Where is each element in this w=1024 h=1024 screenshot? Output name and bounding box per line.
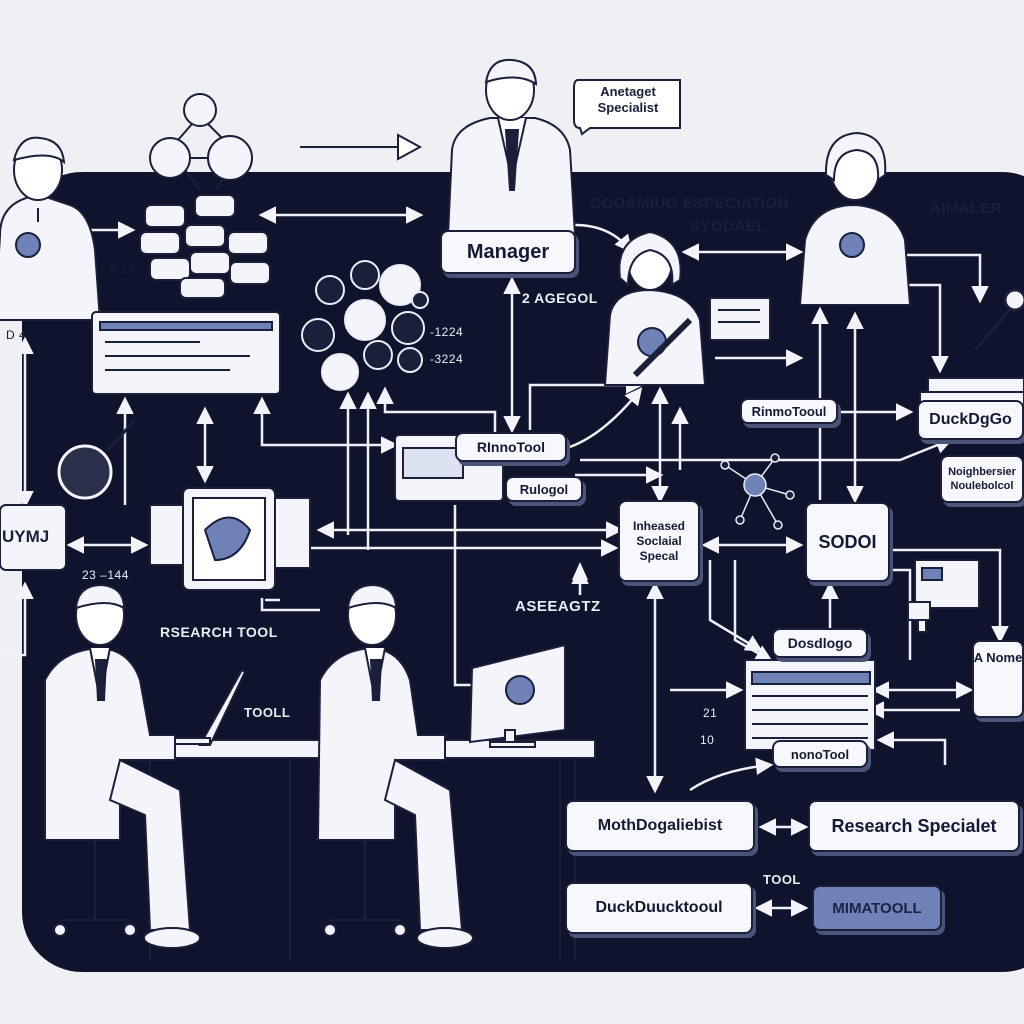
manager-box[interactable]: Manager: [440, 230, 576, 274]
bubble-line-2: Specialist: [597, 100, 659, 115]
inheased-line-1: Inheased: [632, 518, 686, 533]
left-node: [0, 504, 67, 571]
research-specialist-box[interactable]: Research Specialet: [808, 800, 1020, 852]
inheased-box[interactable]: Inheased Soclaial Specal: [618, 500, 700, 582]
duckdgo-box[interactable]: DuckDgGo: [917, 400, 1024, 440]
number-514: 5 14: [110, 262, 136, 276]
connector-lines: [0, 206, 1009, 917]
number-3224: -3224: [430, 352, 464, 366]
rinmo-tool-box[interactable]: RinmoTooul: [740, 398, 838, 424]
sodoi-box[interactable]: SODOI: [805, 502, 890, 582]
number-21: 21: [703, 706, 718, 720]
speech-bubble: [573, 79, 681, 136]
tool-mid-label: TOOLL: [244, 705, 291, 720]
person-top-left: [0, 136, 102, 321]
noighbor-line-1: Noighbersier: [948, 466, 1016, 478]
header-line-2: SYODAEL: [690, 218, 767, 235]
number-10: 10: [700, 733, 715, 747]
up-arrow-marker: [572, 562, 588, 580]
a-nome-box[interactable]: A Nome: [972, 640, 1024, 718]
gear-cluster-icon: [301, 260, 429, 391]
speech-bubble-text: Anetaget Specialist: [580, 84, 676, 116]
database-stack-icon: [139, 169, 271, 299]
hub-icons: [149, 93, 253, 181]
header-line-1: COOAMIUG ESPECIATION: [590, 195, 789, 212]
aseagtz-label: ASEEAGTZ: [515, 598, 601, 615]
person-top-right: [798, 131, 912, 306]
seated-person-left: [44, 583, 201, 949]
mathdogaliebist-box[interactable]: MothDogaliebist: [565, 800, 755, 852]
rinno-tool-box[interactable]: RInnoTool: [455, 432, 567, 462]
duckduck-tool-box[interactable]: DuckDuucktooul: [565, 882, 753, 934]
tablet-icon: [149, 487, 311, 591]
research-tool-label: RSEARCH TOOL: [160, 624, 278, 640]
mimatooll-box[interactable]: MIMATOOLL: [812, 885, 942, 931]
uymj-label: UYMJ: [2, 527, 50, 546]
specialist-woman: [603, 230, 771, 386]
seated-person-right: [316, 583, 474, 949]
mid-label: 2 AGEGOL: [522, 290, 598, 306]
bubble-line-1: Anetaget: [600, 84, 656, 99]
document-stack-icon: [744, 659, 876, 751]
browser-window-icon: [91, 311, 281, 395]
number-1224: -1224: [430, 325, 464, 339]
number-23-144: 23 –144: [82, 568, 129, 582]
inheased-line-2: Soclaial: [636, 533, 682, 548]
manager-person: [446, 58, 577, 236]
noighbor-box[interactable]: Noighbersier Noulebolcol: [940, 455, 1024, 503]
inheased-line-3: Specal: [639, 548, 679, 563]
number-d4: D 4: [6, 328, 27, 342]
top-arrow: [300, 133, 423, 161]
tool-small-label: TOOL: [763, 872, 801, 887]
wrench-icon: [973, 288, 1024, 351]
network-node-icon: [720, 453, 795, 530]
dosdlogo-box[interactable]: Dosdlogo: [772, 628, 868, 658]
top-right-label: AIMALER: [930, 200, 1002, 217]
magnifier-icon: [57, 418, 137, 500]
nono-tool-box[interactable]: nonoTool: [772, 740, 868, 768]
rulogol-box[interactable]: Rulogol: [505, 476, 583, 502]
noighbor-line-2: Noulebolcol: [950, 480, 1014, 492]
desktop-monitor-icon: [468, 643, 566, 748]
small-window-icons: [907, 559, 980, 633]
